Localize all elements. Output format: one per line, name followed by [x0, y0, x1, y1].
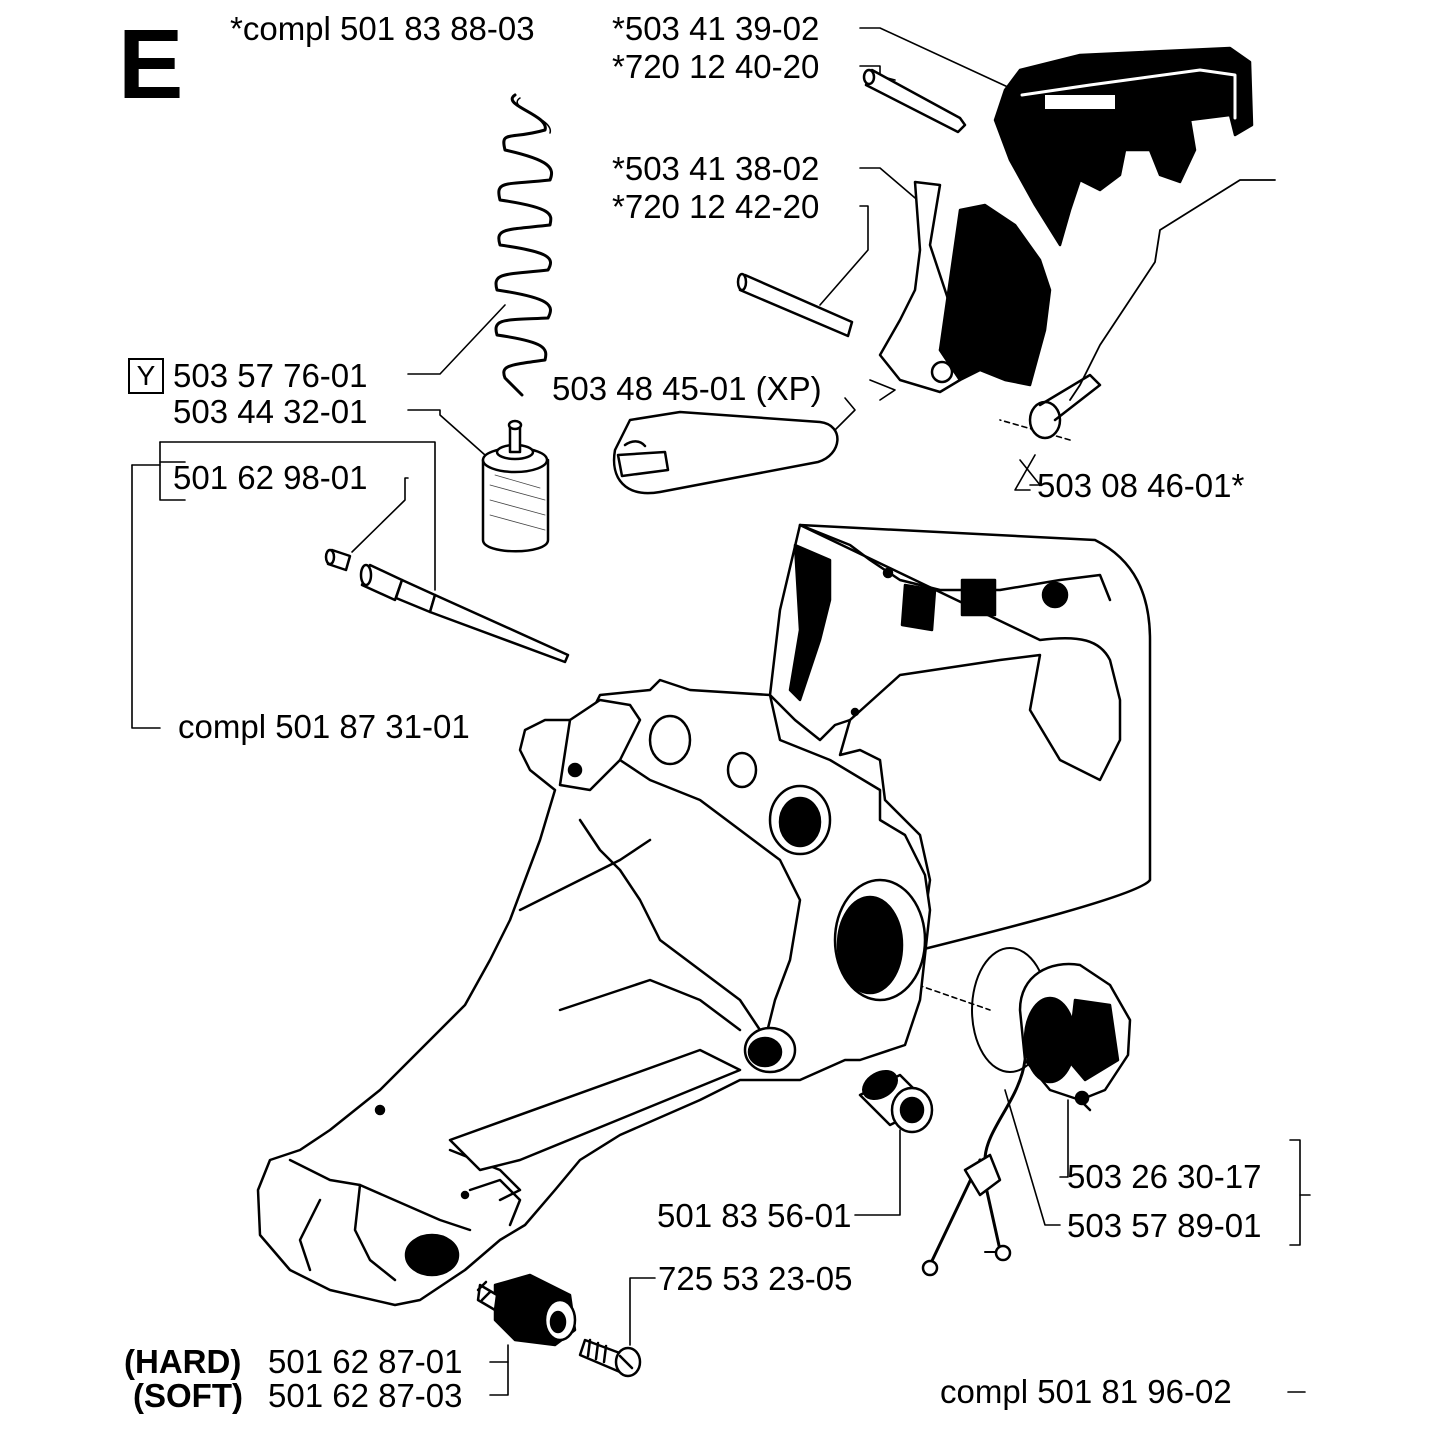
- handle-contour-line: [1069, 179, 1276, 401]
- label-503-41-39-02: *503 41 39-02: [612, 10, 820, 47]
- label-compl-501-81-96-02: compl 501 81 96-02: [940, 1373, 1232, 1410]
- label-503-44-32-01: 503 44 32-01: [173, 393, 368, 430]
- label-501-62-87-01: 501 62 87-01: [268, 1343, 463, 1380]
- fuel-cap-assembly: [921, 947, 1132, 1277]
- throttle-lockout: [993, 46, 1254, 247]
- label-501-62-87-03: 501 62 87-03: [268, 1377, 463, 1414]
- pin-720-12-42-20: [736, 272, 854, 338]
- label-y-badge: Y: [128, 358, 164, 394]
- label-725-53-23-05: 725 53 23-05: [658, 1260, 853, 1297]
- label-503-57-89-01: 503 57 89-01: [1067, 1207, 1262, 1244]
- leader-lines: [131, 27, 1311, 1396]
- label-503-57-76-01: 503 57 76-01: [173, 357, 368, 394]
- rear-handle-body: [256, 523, 1152, 1307]
- fuel-filter: [481, 419, 550, 553]
- label-soft-tag: (SOFT): [133, 1377, 243, 1414]
- label-compl-501-87-31-01: compl 501 87 31-01: [178, 708, 470, 745]
- label-503-48-45-01: 503 48 45-01 (XP): [552, 370, 822, 407]
- label-720-12-40-20: *720 12 40-20: [612, 48, 820, 85]
- fuel-pickup-tube: [324, 548, 570, 664]
- throttle-trigger: [878, 180, 1052, 394]
- chain-guide-plate: [612, 410, 839, 495]
- spring-clip: [1028, 373, 1102, 440]
- pin-720-12-40-20: [862, 68, 967, 134]
- screw: [578, 1338, 642, 1378]
- label-compl-501-83-88-03: *compl 501 83 88-03: [230, 10, 535, 47]
- label-503-26-30-17: 503 26 30-17: [1067, 1158, 1262, 1195]
- section-letter: E: [118, 9, 184, 119]
- label-720-12-42-20: *720 12 42-20: [612, 188, 820, 225]
- fuel-hose-spring: [494, 93, 554, 397]
- label-503-08-46-01: 503 08 46-01*: [1037, 467, 1245, 504]
- anti-vibration-element: [476, 1273, 577, 1347]
- label-501-83-56-01: 501 83 56-01: [657, 1197, 852, 1234]
- label-501-62-98-01: 501 62 98-01: [173, 459, 368, 496]
- label-503-41-38-02: *503 41 38-02: [612, 150, 820, 187]
- label-hard-tag: (HARD): [124, 1343, 242, 1380]
- bushing: [858, 1070, 934, 1134]
